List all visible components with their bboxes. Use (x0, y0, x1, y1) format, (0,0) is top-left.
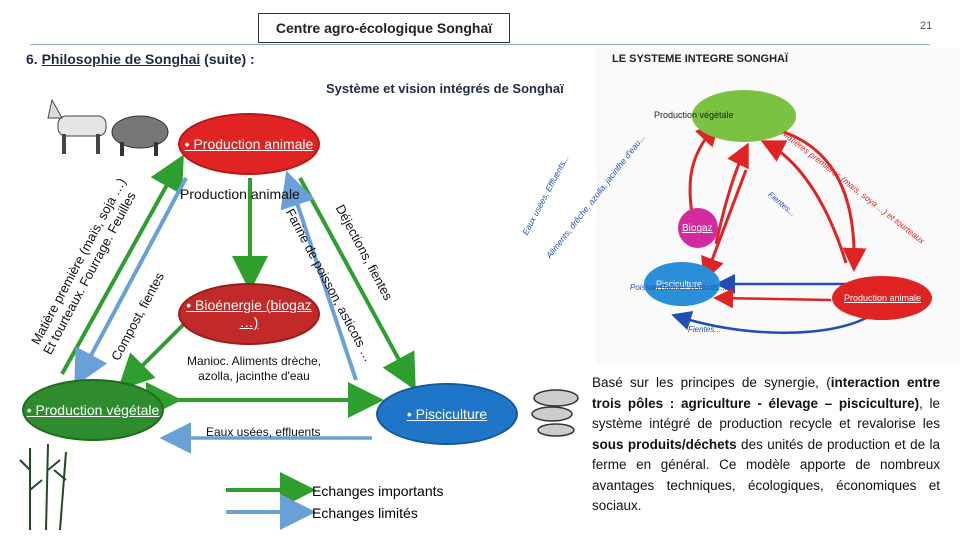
body-part-1: Basé sur les principes de synergie, ( (592, 375, 831, 390)
arrow-bio-to-veg (117, 322, 186, 391)
section-suffix: (suite) : (200, 51, 255, 67)
node-bioenergie[interactable]: • Bioénergie (biogaz …) (178, 283, 320, 345)
arrow-fientes-top (760, 140, 848, 264)
panel-node-biogaz: Biogaz (682, 223, 713, 234)
node-animale (832, 276, 932, 320)
label-eaux-usees: Eaux usées, effluents (206, 425, 321, 439)
section-prefix: 6. (26, 51, 42, 67)
node-pisciculture (644, 262, 720, 306)
panel-node-pisciculture: Pisciculture (656, 279, 703, 289)
node-biogaz (678, 208, 718, 248)
section-title-link[interactable]: Philosophie de Songhai (41, 51, 201, 67)
arrow-bio-fish (701, 169, 748, 282)
panel-label-poisson: Poisson (farine), Asticots...... (630, 283, 732, 292)
panel-node-vegetale: Production végétale (654, 110, 734, 120)
label-production-animale: Production animale (180, 186, 300, 202)
integrated-system-svg (644, 90, 932, 334)
node-production-animale[interactable]: • Production animale (178, 113, 320, 175)
arrow-animal-to-veg (74, 177, 188, 387)
arrow-fish-animal (713, 288, 832, 309)
arrow-fientes-bottom (671, 310, 867, 334)
fish-icon (531, 389, 579, 437)
arrow-matieres (777, 128, 867, 272)
node-production-vegetale[interactable]: • Production végétale (22, 379, 164, 441)
arrow-animal-to-fish (298, 177, 416, 391)
main-diagram-arrows (19, 98, 579, 531)
plant-icon (19, 443, 67, 531)
body-bold-2: sous produits/déchets (592, 436, 737, 452)
section-title: 6. Philosophie de Songhai (suite) : (26, 51, 255, 67)
legend-strong: Echanges importants (312, 483, 444, 499)
body-bold-1: interaction entre trois pôles : agricult… (592, 375, 940, 411)
arrow-veg-to-animal (60, 154, 184, 375)
panel-title: LE SYSTEME INTEGRE SONGHAÏ (612, 53, 789, 65)
slide-header-box: Centre agro-écologique Songhaï (258, 13, 510, 43)
body-part-3: des unités de production et de la ferme … (592, 436, 941, 514)
legend-weak: Echanges limités (312, 505, 418, 521)
label-manioc: Manioc. Aliments drèche, azolla, jacinth… (186, 354, 322, 383)
header-divider (30, 44, 930, 45)
slide-subtitle: Système et vision intégrés de Songhaï (326, 81, 564, 96)
panel-node-animale: Production animale (844, 293, 922, 303)
description-text: Basé sur les principes de synergie, (int… (592, 373, 940, 517)
goat-pig-icon (47, 98, 169, 156)
node-pisciculture[interactable]: • Pisciculture (376, 383, 518, 445)
body-part-2: , le système intégré de production recyc… (592, 395, 940, 432)
page-number: 21 (920, 20, 933, 32)
arrow-aliments (714, 142, 749, 245)
node-vegetale (692, 90, 796, 142)
arrow-fish-to-animal (280, 170, 358, 381)
panel-label-fientes-bottom: Fientes... (688, 325, 721, 334)
